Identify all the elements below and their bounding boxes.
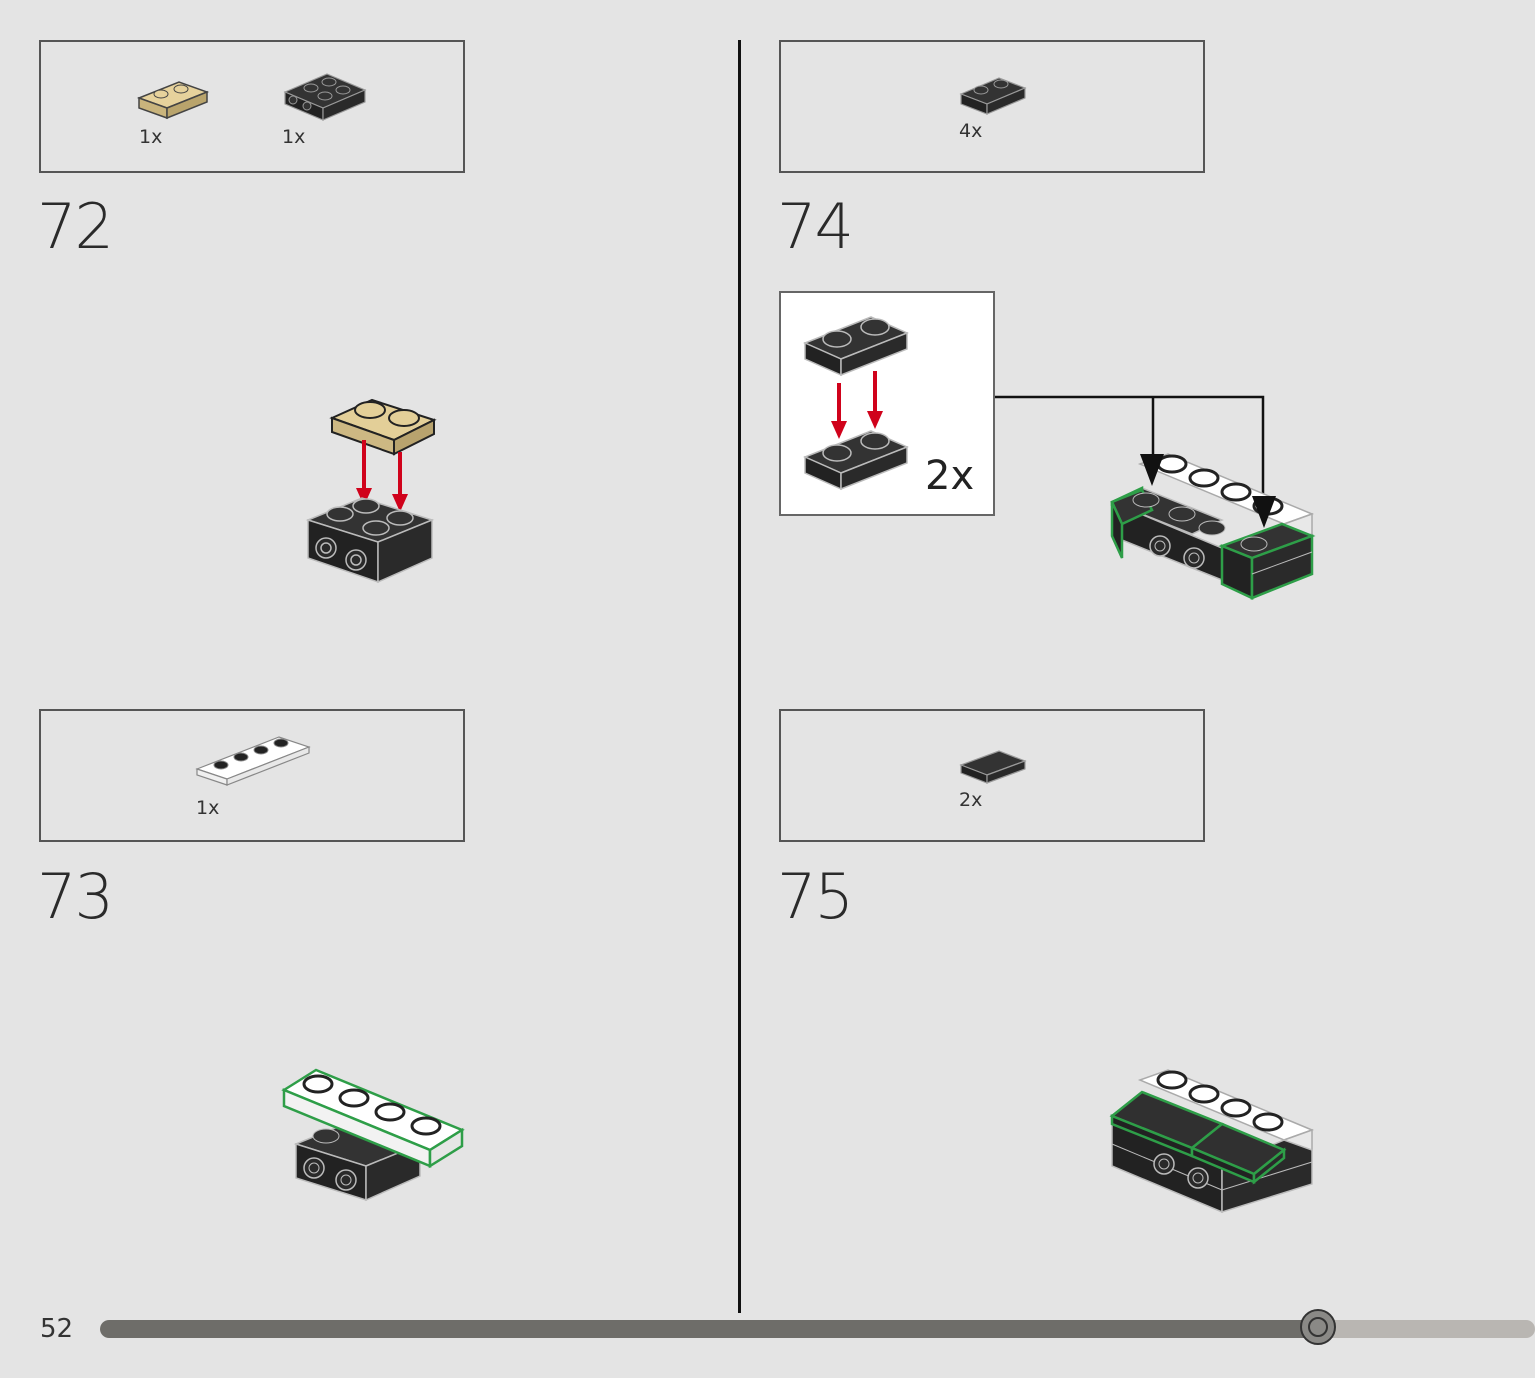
progress-fill: [100, 1320, 1319, 1338]
step-number-74: 74: [777, 190, 854, 263]
step-73-assembly-illustration: [281, 1068, 465, 1202]
parts-list-step-72: 1x 1x: [39, 40, 465, 173]
parts-list-step-74: 4x: [779, 40, 1205, 173]
step-number-73: 73: [37, 860, 114, 933]
page-divider: [738, 40, 741, 1313]
subassembly-callout: 2x: [779, 291, 995, 516]
parts-list-step-73: 1x: [39, 709, 465, 842]
subassembly-illustration: [803, 316, 909, 491]
black-plate-1x2-icon: [959, 77, 1027, 115]
step-72-assembly-illustration: [305, 398, 437, 584]
step-75-assembly-illustration: [1109, 1069, 1315, 1214]
part-qty: 4x: [959, 120, 983, 142]
step-number-72: 72: [37, 190, 114, 263]
part-qty: 1x: [196, 797, 220, 819]
parts-list-step-75: 2x: [779, 709, 1205, 842]
white-plate-1x4-icon: [195, 736, 311, 786]
subassembly-qty: 2x: [925, 453, 975, 499]
progress-knob[interactable]: [1300, 1309, 1337, 1345]
part-qty: 1x: [139, 126, 163, 148]
part-qty: 2x: [959, 789, 983, 811]
tan-plate-1x2-icon: [136, 81, 210, 120]
black-bracket-plate-icon: [283, 73, 367, 121]
black-tile-1x2-icon: [959, 750, 1027, 784]
page-number: 52: [40, 1314, 74, 1344]
callout-connector-lines: [995, 395, 1265, 505]
part-qty: 1x: [282, 126, 306, 148]
step-number-75: 75: [777, 860, 854, 933]
progress-track: [100, 1320, 1535, 1338]
step-74-assembly-illustration: [1110, 453, 1316, 600]
